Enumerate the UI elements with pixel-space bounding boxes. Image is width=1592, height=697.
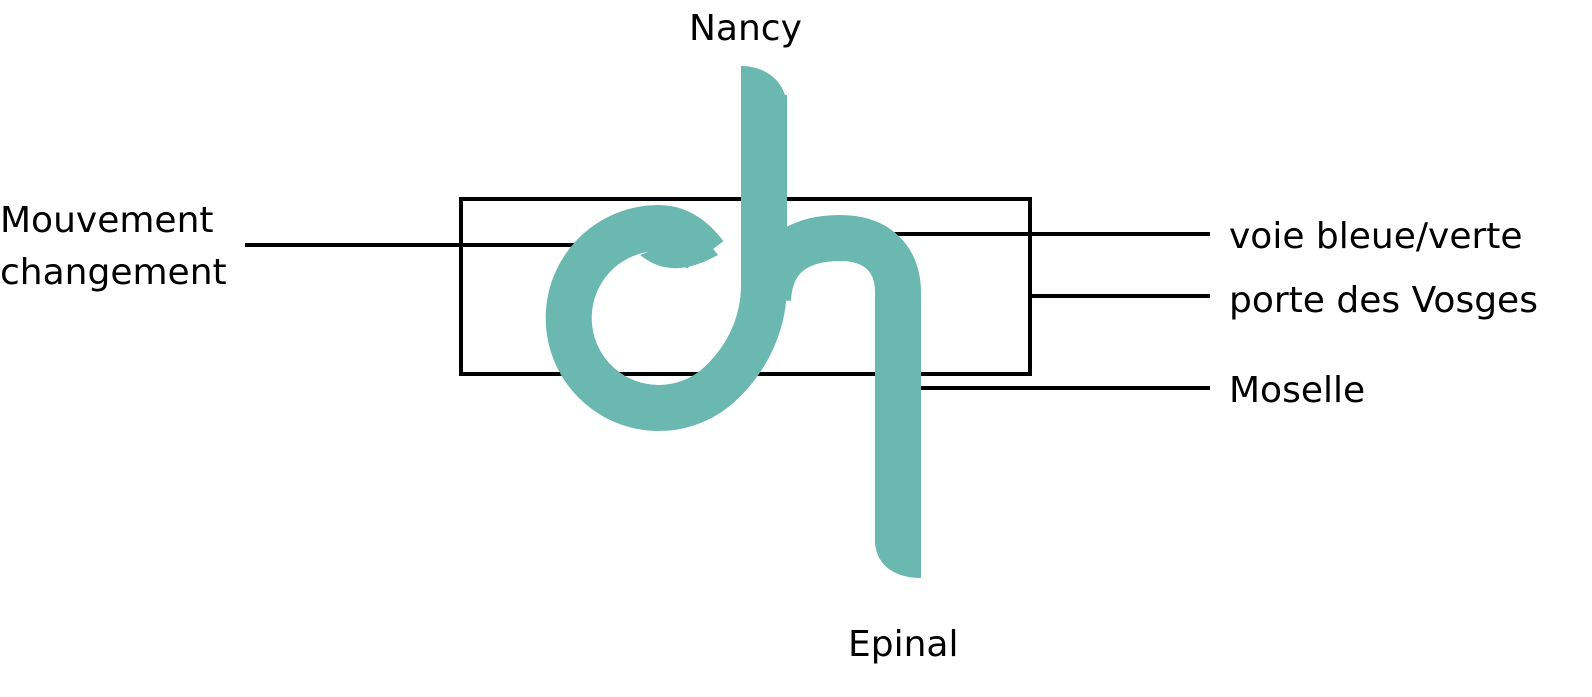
label-moselle: Moselle (1229, 370, 1365, 411)
stem-top-cap (741, 66, 787, 108)
label-voie-bleue-verte: voie bleue/verte (1229, 216, 1523, 257)
label-porte-des-vosges: porte des Vosges (1229, 280, 1538, 321)
label-nancy: Nancy (689, 8, 802, 49)
leg-bottom-cap (875, 540, 921, 578)
h-arch (745, 214, 921, 545)
c-stroke (545, 95, 787, 431)
c-tail-cap (640, 232, 718, 269)
label-epinal: Epinal (848, 624, 958, 665)
label-mouvement: Mouvement (0, 200, 214, 241)
ch-logo (545, 66, 921, 578)
label-changement: changement (0, 252, 227, 293)
